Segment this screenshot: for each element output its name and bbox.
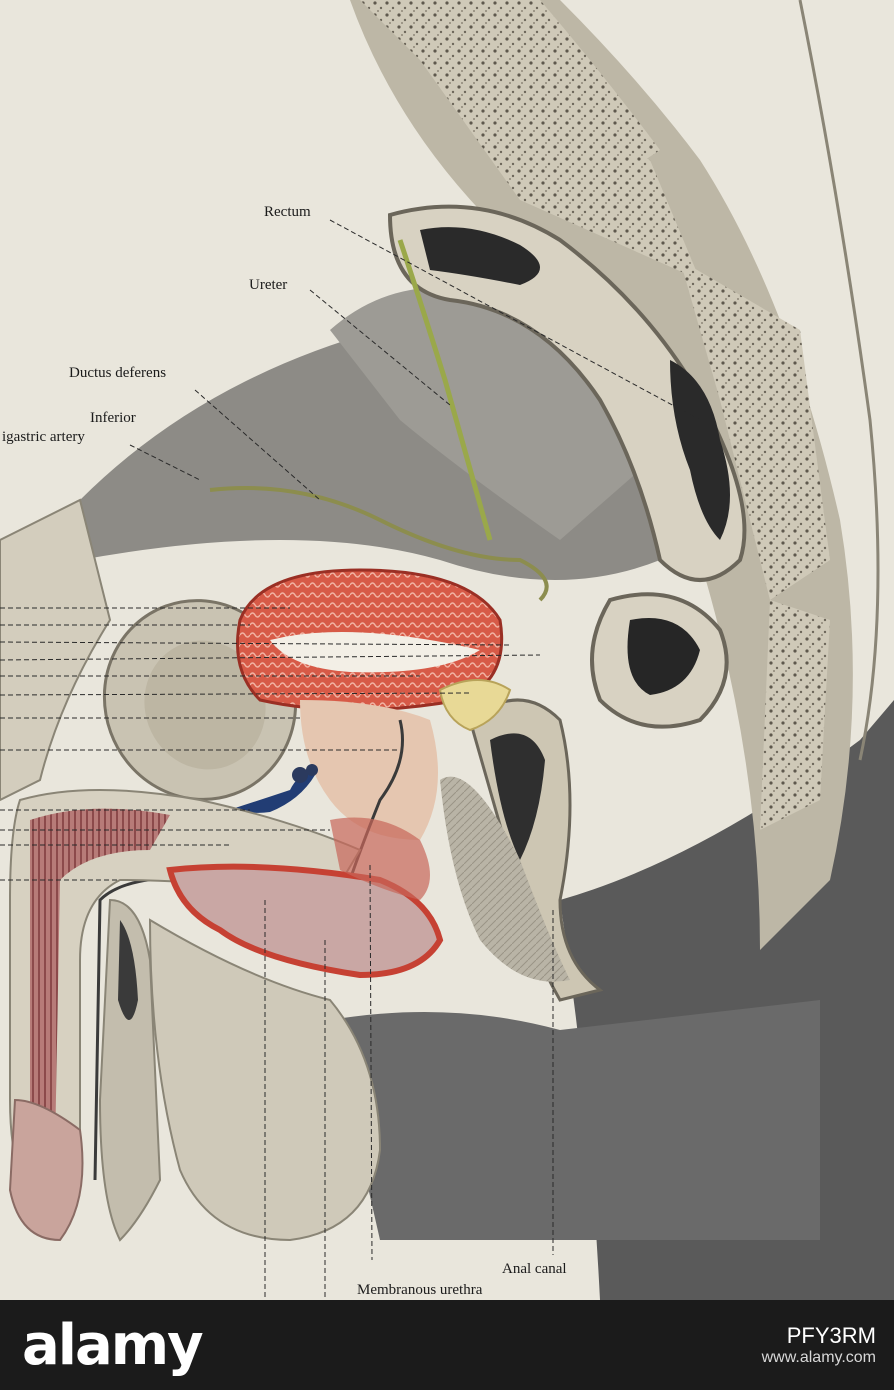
label-inferior-line2: igastric artery — [0, 429, 87, 446]
label-membranous-urethra: Membranous urethra — [355, 1282, 485, 1299]
label-anal-canal: Anal canal — [500, 1261, 569, 1278]
alamy-logo: alamy — [22, 1312, 204, 1378]
label-ureter: Ureter — [247, 277, 290, 294]
label-ductus-deferens: Ductus deferens — [67, 365, 169, 382]
pelvis-sagittal-section-illustration — [0, 0, 894, 1300]
image-code: PFY3RM — [786, 1323, 876, 1348]
stock-info: PFY3RM www.alamy.com — [762, 1323, 876, 1367]
stock-watermark-banner: alamy PFY3RM www.alamy.com — [0, 1300, 894, 1390]
label-inferior-line1: Inferior — [88, 410, 138, 427]
stock-url: www.alamy.com — [761, 1349, 876, 1366]
label-rectum: Rectum — [262, 204, 313, 221]
